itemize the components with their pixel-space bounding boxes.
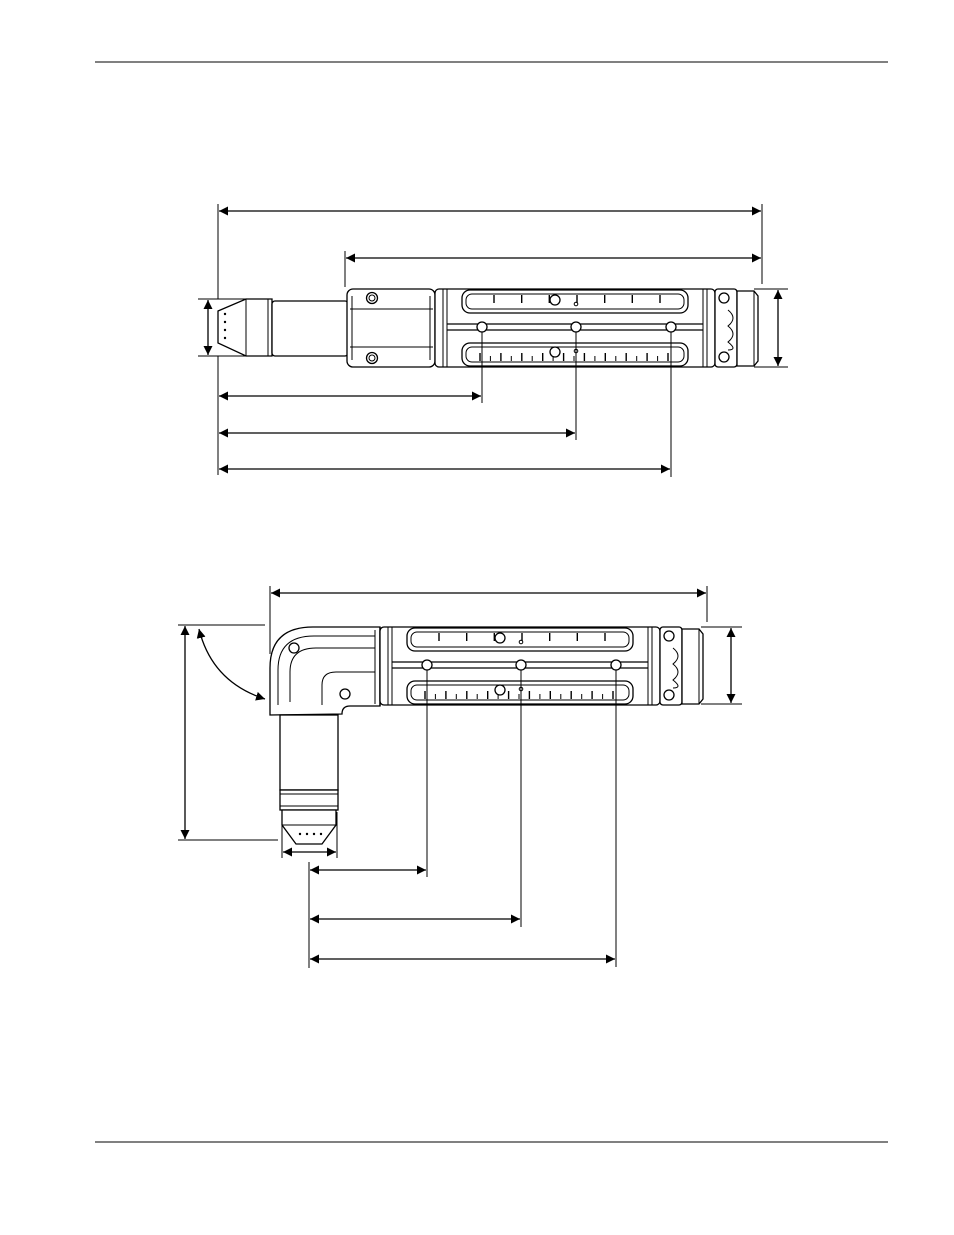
torch-tip [217, 298, 273, 357]
screw-icon [663, 689, 675, 701]
mount-hole-icon [421, 659, 433, 671]
mount-hole-icon [476, 321, 488, 333]
screw-icon [718, 351, 730, 363]
straight-torch-figure [198, 204, 788, 477]
screw-icon [663, 630, 675, 642]
screw-icon [549, 346, 561, 358]
mount-hole-icon [610, 659, 622, 671]
screw-icon [365, 351, 379, 365]
mount-hole-icon [515, 659, 527, 671]
screw-icon [494, 632, 506, 644]
angle-dimension-arc [196, 628, 266, 701]
screw-icon [339, 688, 351, 700]
screw-icon [718, 292, 730, 304]
mount-hole-icon [570, 321, 582, 333]
torch-main-body [434, 288, 716, 368]
torch-vertical-tip [279, 714, 339, 845]
right-angle-torch-figure [178, 586, 742, 968]
torch-front-block [346, 288, 436, 368]
screw-icon [494, 684, 506, 696]
torch-rear-cap-2 [659, 626, 704, 706]
screw-icon [288, 642, 300, 654]
mount-hole-icon [665, 321, 677, 333]
torch-main-body-2 [379, 626, 661, 706]
screw-icon [365, 291, 379, 305]
torch-sleeve [271, 300, 349, 357]
torch-rear-cap [714, 288, 759, 368]
torch-elbow [269, 626, 381, 716]
screw-icon [549, 294, 561, 306]
